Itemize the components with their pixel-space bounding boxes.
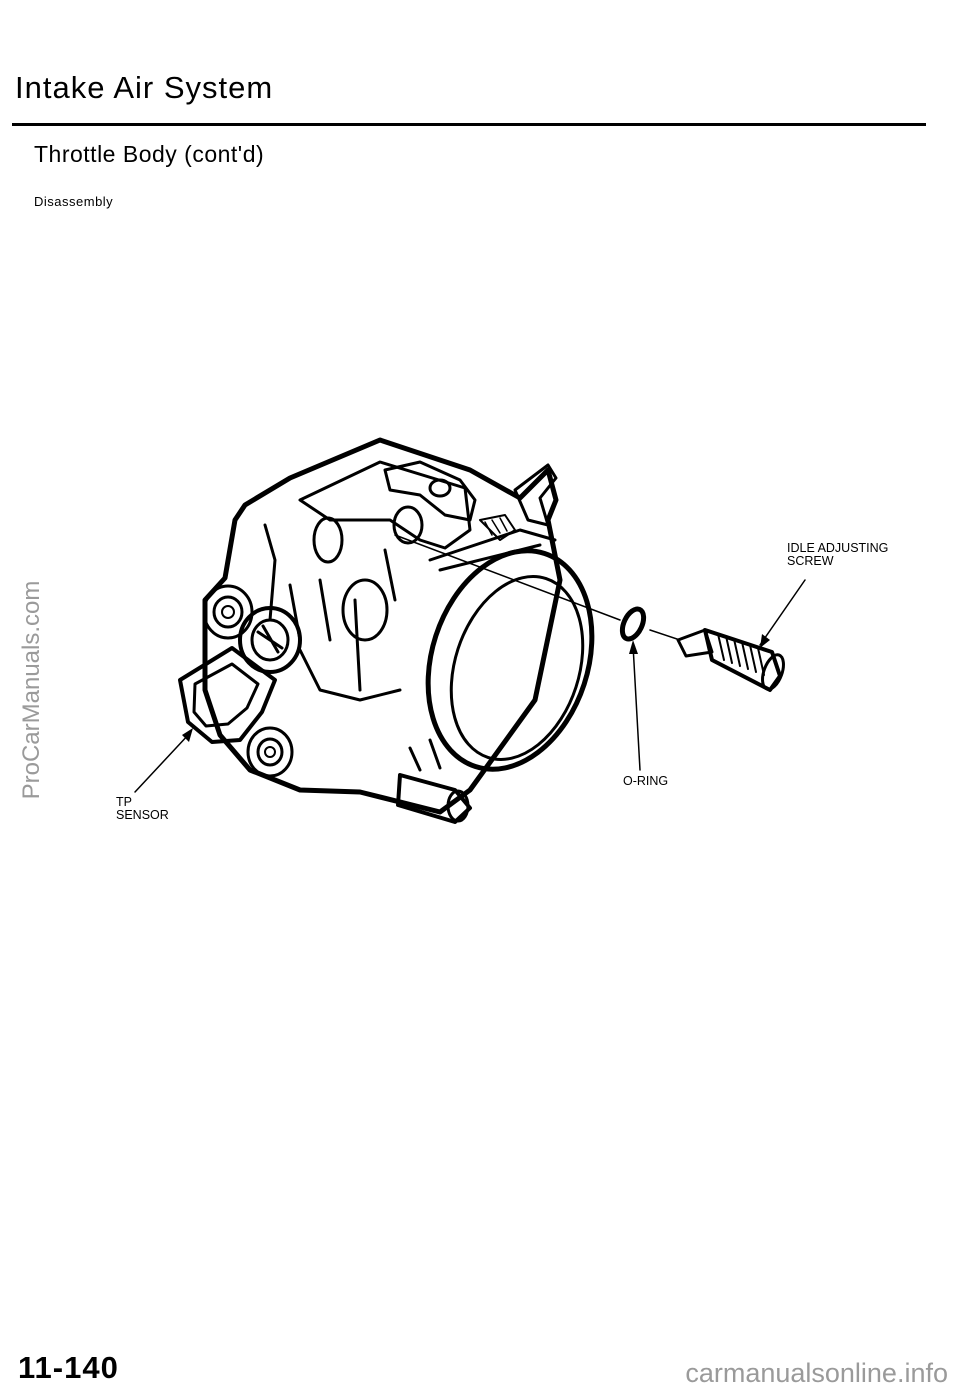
throttle-bore-inner bbox=[449, 575, 585, 761]
tp-connector bbox=[238, 606, 302, 674]
side-watermark: ProCarManuals.com bbox=[18, 580, 45, 800]
assembly-centerline bbox=[394, 534, 621, 621]
bottom-watermark: carmanualsonline.info bbox=[685, 1358, 948, 1388]
throttle-bore-outer bbox=[425, 548, 595, 772]
page-number: 11-140 bbox=[18, 1350, 119, 1385]
boss-mid bbox=[392, 505, 424, 545]
subsection-title: Throttle Body (cont'd) bbox=[34, 141, 265, 167]
throttle-linkage bbox=[383, 460, 477, 522]
idle-adjusting-screw-label: IDLE ADJUSTING SCREW bbox=[787, 541, 889, 568]
o-ring-label: O-RING bbox=[623, 774, 669, 788]
tp-sensor-leader bbox=[134, 732, 191, 793]
boss-side bbox=[341, 578, 389, 642]
tp-sensor-body bbox=[178, 646, 277, 744]
top-plate bbox=[298, 460, 472, 550]
o-ring-arrowhead bbox=[629, 640, 638, 654]
tp-sensor-arrowhead bbox=[182, 728, 193, 742]
sub-heading: Disassembly bbox=[34, 194, 114, 209]
header-rule bbox=[12, 123, 926, 126]
section-title: Intake Air System bbox=[15, 70, 274, 105]
o-ring bbox=[619, 606, 647, 642]
coolant-boss-lower bbox=[246, 726, 294, 778]
tp-sensor-label: TP SENSOR bbox=[116, 795, 169, 822]
o-ring-leader bbox=[632, 644, 641, 771]
idle-screw-arrowhead bbox=[760, 634, 770, 648]
idle-screw-leader bbox=[759, 579, 806, 646]
boss-upper bbox=[312, 516, 344, 564]
coolant-boss-upper bbox=[202, 584, 254, 640]
throttle-body-outline bbox=[202, 437, 563, 815]
idle-adjusting-screw-body bbox=[703, 628, 782, 692]
hose-fitting bbox=[396, 773, 472, 824]
throttle-lever bbox=[513, 463, 558, 527]
